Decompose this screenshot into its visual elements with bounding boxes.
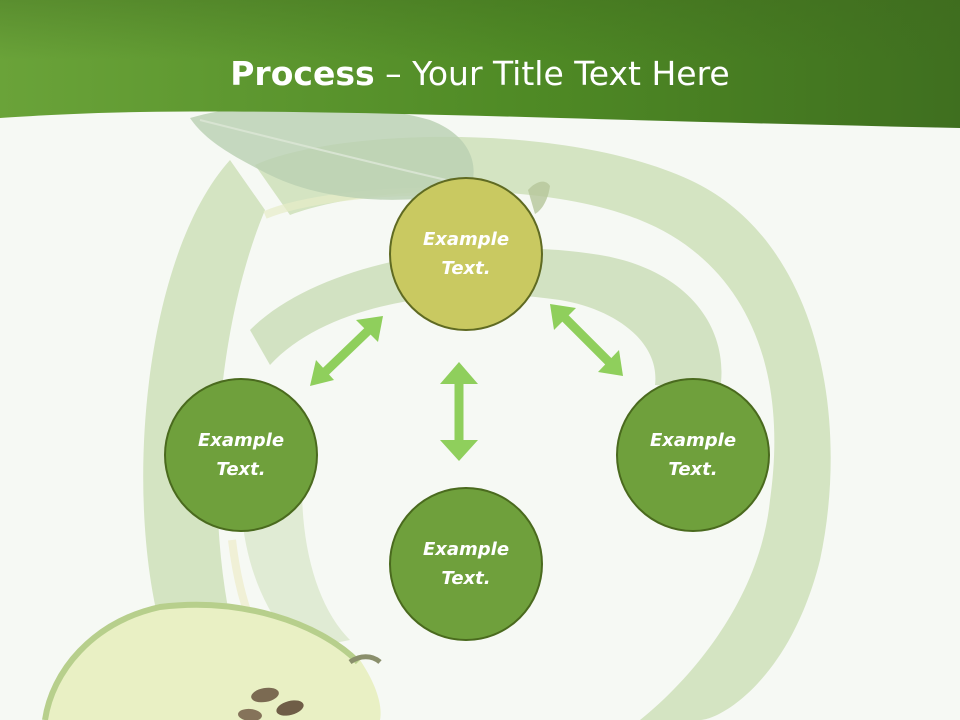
title-separator: – [374,54,413,93]
title-rest: Your Title Text Here [412,54,730,93]
half-apple [45,602,381,720]
node-bottom-line1: Example [422,539,510,560]
node-bottom-line2: Text. [441,568,491,589]
node-top-line2: Text. [441,258,491,279]
node-right-line1: Example [649,430,737,451]
node-top-line1: Example [422,229,510,250]
node-left-line2: Text. [216,459,266,480]
node-left-line1: Example [197,430,285,451]
title-bold: Process [230,54,375,93]
page-title: Process – Your Title Text Here [0,52,960,96]
node-right-line2: Text. [668,459,718,480]
